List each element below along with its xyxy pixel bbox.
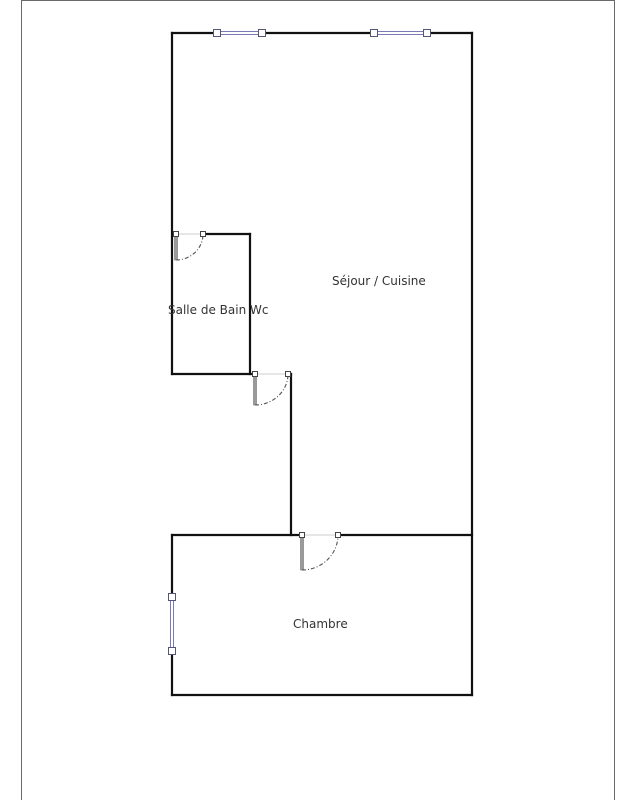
walls — [170, 31, 474, 697]
window-top-left — [213, 29, 266, 37]
frame-border-top — [21, 0, 615, 1]
window-chambre-left — [168, 593, 176, 655]
room-label-chambre: Chambre — [293, 617, 348, 631]
window-top-right — [370, 29, 431, 37]
frame-border-right — [614, 0, 615, 800]
room-label-sejour-cuisine: Séjour / Cuisine — [332, 274, 426, 288]
frame-border-left — [21, 0, 22, 800]
room-label-salle-de-bain: Salle de Bain Wc — [168, 303, 269, 317]
door-couloir — [252, 371, 291, 406]
door-chambre — [299, 532, 341, 571]
door-salle-de-bain — [173, 231, 206, 261]
